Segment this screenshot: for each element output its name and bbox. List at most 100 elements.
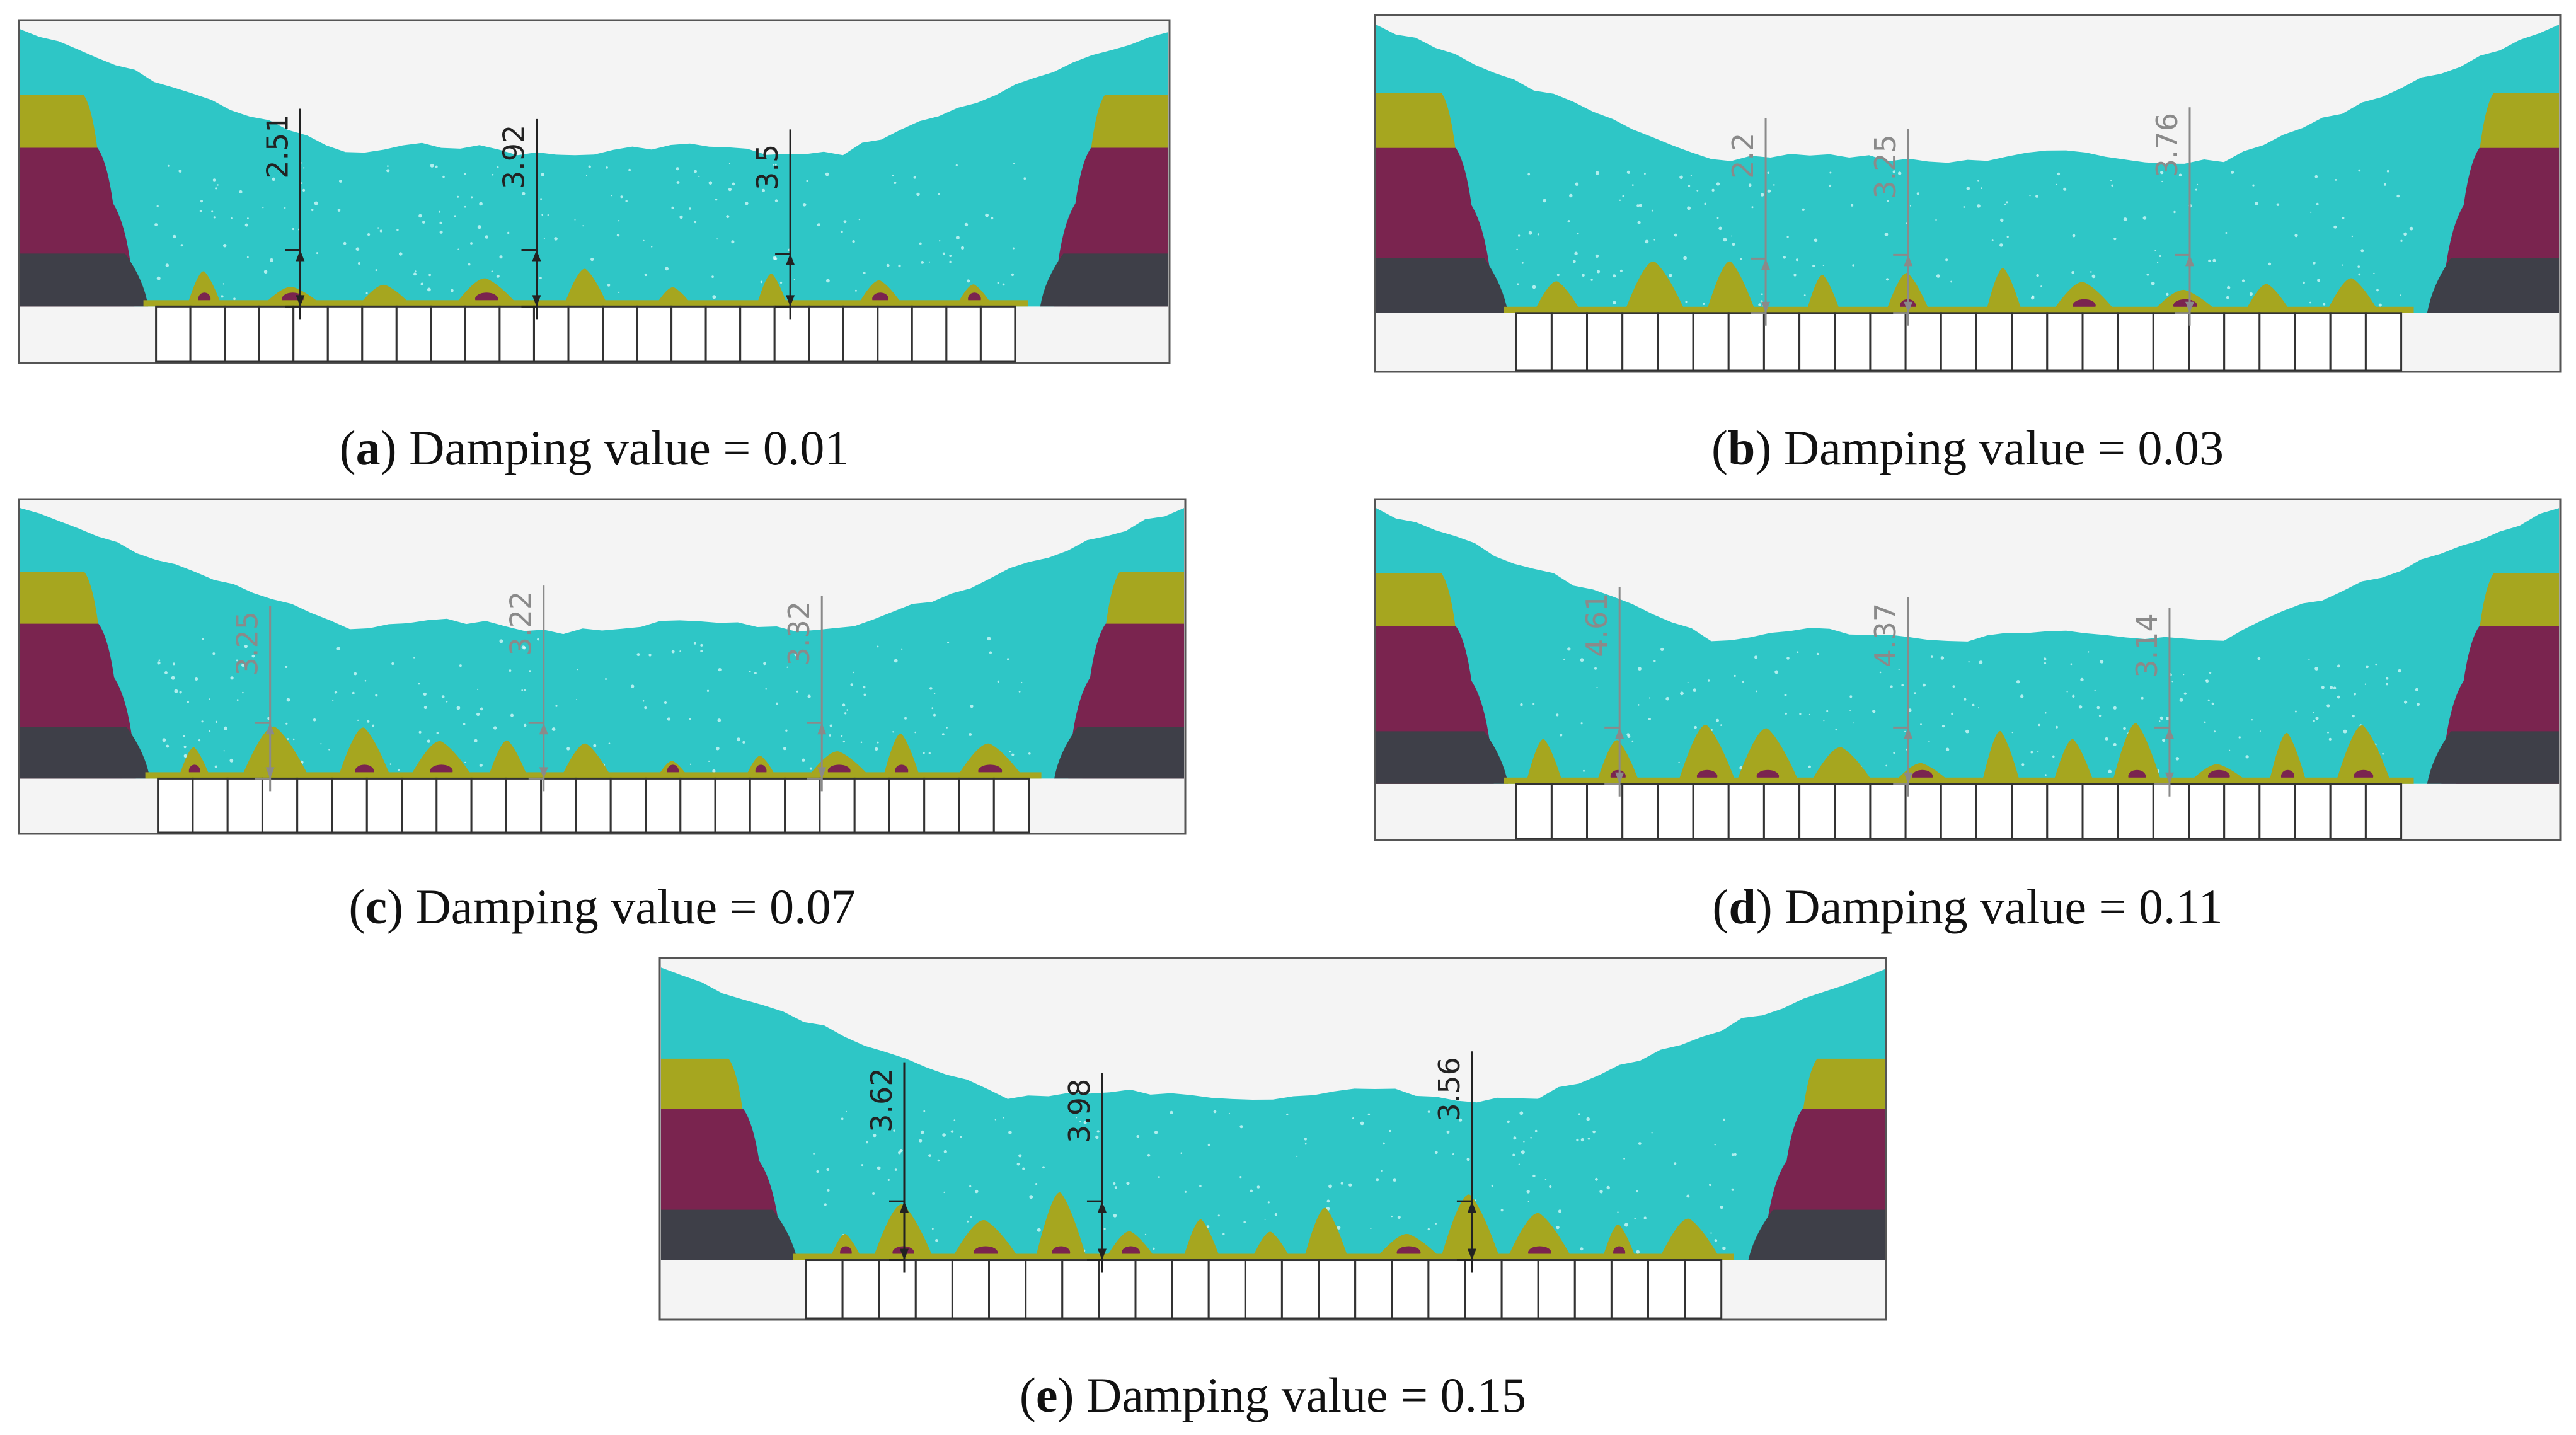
grid-cell	[157, 777, 194, 834]
dimension-value-label: 3.32	[782, 601, 816, 666]
caption-c: (c) Damping value = 0.07	[348, 879, 856, 934]
yellow-particle-cluster	[872, 1204, 934, 1260]
particle-speck	[1022, 1167, 1025, 1170]
particle-speck	[2000, 218, 2004, 222]
grid-cell	[2117, 312, 2154, 372]
particle-speck	[1950, 280, 1952, 283]
particle-speck	[1582, 274, 1585, 277]
particle-speck	[316, 252, 318, 255]
particle-speck	[616, 234, 620, 237]
particle-speck	[2080, 677, 2084, 682]
grid-cell	[1727, 783, 1765, 840]
particle-speck	[418, 683, 420, 685]
particle-speck	[671, 206, 674, 209]
particle-speck	[1018, 1154, 1022, 1158]
caption-c-letter: c	[365, 879, 387, 934]
particle-speck	[698, 175, 700, 178]
particle-speck	[339, 180, 342, 183]
particle-speck	[1922, 683, 1926, 687]
grid-cell	[2294, 783, 2332, 840]
particle-speck	[543, 238, 545, 239]
yellow-particle-cluster	[1533, 281, 1582, 313]
particle-speck	[852, 671, 854, 674]
particle-speck	[541, 173, 545, 176]
grid-cell	[958, 777, 995, 834]
particle-speck	[328, 749, 330, 751]
particle-speck	[1340, 1182, 1343, 1185]
grid-cell	[739, 305, 776, 363]
particle-speck	[183, 754, 187, 758]
yellow-particle-cluster	[2326, 278, 2380, 313]
particle-speck	[947, 642, 950, 644]
particle-speck	[2358, 273, 2361, 276]
particle-speck	[284, 207, 286, 209]
particle-speck	[413, 272, 417, 276]
particle-speck	[2159, 255, 2161, 257]
particle-speck	[2091, 274, 2096, 279]
particle-speck	[887, 1179, 890, 1181]
particle-speck	[459, 664, 462, 667]
particle-speck	[221, 295, 224, 298]
caption-e-letter: e	[1035, 1368, 1058, 1422]
particle-speck	[712, 769, 716, 773]
particle-speck	[700, 643, 703, 647]
particle-speck	[454, 215, 456, 217]
particle-speck	[1808, 713, 1810, 715]
grid-cell	[1621, 312, 1659, 372]
yellow-particle-cluster	[560, 743, 612, 779]
grid-cell	[1354, 1259, 1393, 1320]
particle-speck	[1158, 1176, 1160, 1179]
caption-d-text: Damping value = 0.11	[1772, 879, 2223, 934]
particle-speck	[439, 221, 442, 224]
particle-speck	[1638, 204, 1642, 207]
particle-speck	[689, 207, 691, 210]
particle-speck	[863, 272, 866, 274]
particle-speck	[2113, 237, 2117, 241]
particle-speck	[2151, 281, 2155, 285]
particle-speck	[1716, 182, 1720, 186]
grid-cell	[979, 305, 1016, 363]
particle-speck	[1532, 285, 1536, 289]
particle-speck	[285, 722, 288, 725]
particle-speck	[2021, 763, 2025, 766]
particle-speck	[1680, 691, 1684, 696]
particle-speck	[1580, 722, 1583, 725]
particle-speck	[1207, 1143, 1210, 1146]
particle-speck	[2255, 201, 2258, 205]
particle-speck	[1683, 256, 1687, 260]
yellow-base-strip	[145, 772, 1042, 779]
grid-cell	[988, 1259, 1027, 1320]
particle-speck	[1651, 1132, 1653, 1134]
particle-speck	[1520, 703, 1523, 706]
particle-speck	[446, 701, 448, 703]
particle-speck	[2035, 195, 2038, 198]
particle-speck	[829, 734, 831, 737]
yellow-particle-cluster	[454, 278, 520, 307]
yellow-particle-cluster	[2268, 732, 2307, 784]
particle-speck	[1624, 1223, 1628, 1227]
yellow-particle-cluster	[187, 271, 222, 307]
particle-speck	[2123, 217, 2127, 221]
particle-speck	[749, 671, 751, 672]
particle-speck	[521, 689, 523, 691]
particle-speck	[1623, 1158, 1625, 1160]
particle-speck	[842, 741, 845, 743]
particle-speck	[1549, 1185, 1552, 1189]
dimension-value-label: 3.56	[1432, 1057, 1466, 1121]
particle-speck	[1500, 1209, 1504, 1212]
particle-speck	[1906, 222, 1907, 224]
particle-speck	[1767, 189, 1771, 193]
particle-speck	[1527, 173, 1531, 176]
particle-speck	[1756, 690, 1757, 693]
particle-speck	[618, 291, 620, 294]
caption-d-letter: d	[1728, 879, 1756, 934]
particle-speck	[2335, 179, 2337, 181]
particle-speck	[1021, 681, 1023, 684]
particle-speck	[1887, 200, 1889, 202]
particle-speck	[509, 669, 512, 672]
yellow-particle-cluster	[1677, 725, 1737, 784]
particle-speck	[1734, 674, 1736, 677]
yellow-particle-cluster	[756, 274, 788, 307]
grid-cell	[326, 305, 364, 363]
particle-speck	[1393, 1178, 1396, 1182]
